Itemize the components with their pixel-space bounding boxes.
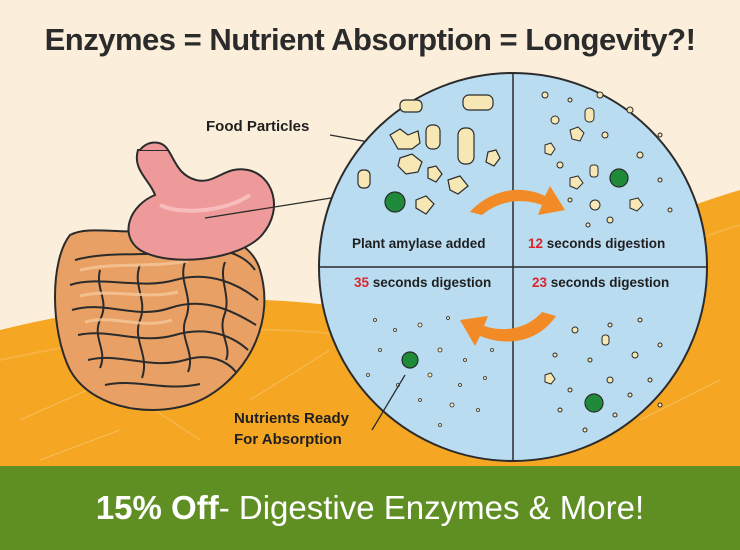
quadrant-top-right-label: 12 seconds digestion xyxy=(528,236,665,251)
promo-discount: 15% Off xyxy=(95,489,219,526)
quadrant-bottom-right-label: 23 seconds digestion xyxy=(532,275,669,290)
page-title: Enzymes = Nutrient Absorption = Longevit… xyxy=(44,22,696,57)
promo-text: - Digestive Enzymes & More! xyxy=(218,489,645,526)
digestion-time-text: seconds digestion xyxy=(369,275,492,290)
nutrients-label-line2: For Absorption xyxy=(234,431,342,448)
arrow-left-icon xyxy=(460,312,556,346)
digestion-circle xyxy=(318,72,708,462)
digestion-time-number: 35 xyxy=(354,275,370,290)
stomach-pointer xyxy=(204,194,351,219)
green-nutrient-dot xyxy=(384,191,406,213)
food-particles-medium xyxy=(541,91,673,228)
nutrients-pointer xyxy=(371,374,406,431)
food-particles-large xyxy=(357,94,501,215)
arrow-right-icon xyxy=(470,186,565,215)
digestion-time-number: 23 xyxy=(532,275,548,290)
quadrant-bottom-left-label: 35 seconds digestion xyxy=(354,275,491,290)
digestion-time-text: seconds digestion xyxy=(543,236,666,251)
digestion-time-number: 12 xyxy=(528,236,544,251)
quadrant-top-left-label: Plant amylase added xyxy=(352,236,486,251)
stomach xyxy=(127,149,275,261)
nutrients-label-line1: Nutrients Ready xyxy=(234,410,350,427)
food-particles-label: Food Particles xyxy=(206,118,310,135)
digestive-system-illustration xyxy=(54,141,275,411)
digestion-time-text: seconds digestion xyxy=(547,275,670,290)
promo-banner[interactable]: 15% Off - Digestive Enzymes & More! xyxy=(0,466,740,550)
